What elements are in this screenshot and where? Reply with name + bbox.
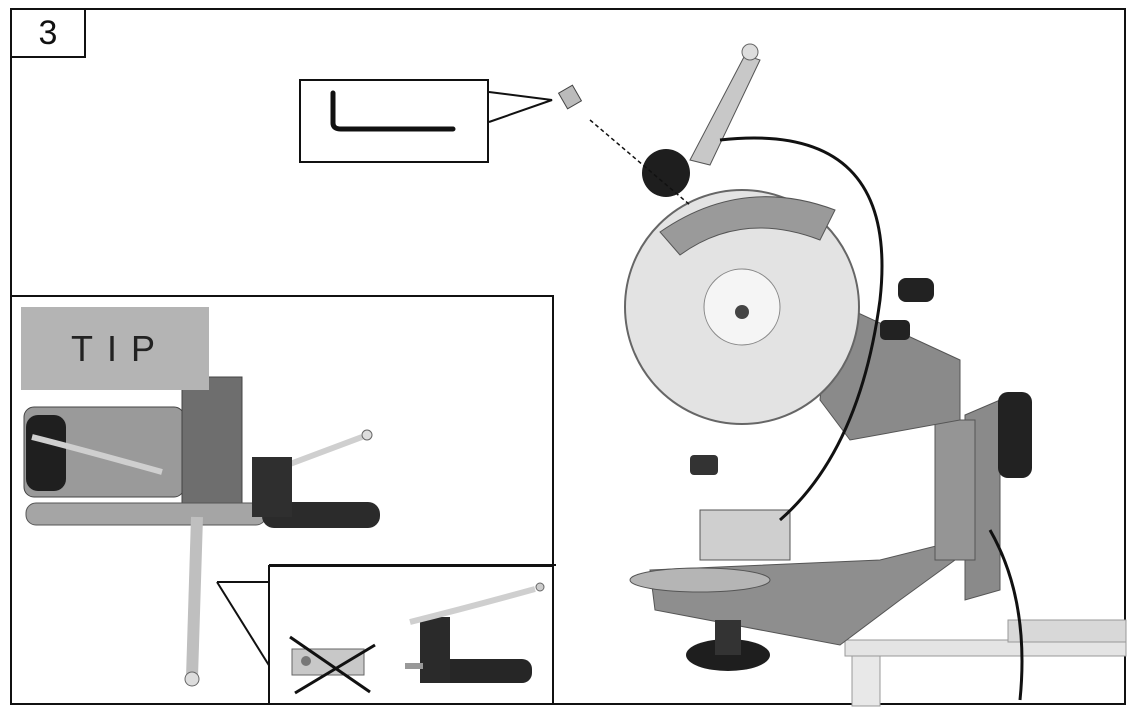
inset-photo — [289, 582, 545, 695]
lever-right — [280, 434, 364, 470]
callout-pointer — [488, 91, 553, 123]
power-cable — [719, 136, 884, 522]
arm-knob-1 — [880, 320, 910, 340]
hex-key-wrench-icon — [330, 90, 456, 132]
tip-label: TIP — [21, 307, 209, 390]
hanging-lever — [186, 516, 203, 678]
lever-clamp — [252, 457, 292, 517]
wheel-nut — [735, 305, 749, 319]
column-front — [934, 419, 976, 561]
stand-rail-back — [1007, 619, 1127, 643]
assembly-guide-line — [589, 119, 691, 206]
grip-lever — [689, 54, 761, 166]
lever-left — [31, 434, 163, 475]
callout-hex-key — [299, 79, 489, 163]
handle-knob — [642, 149, 690, 197]
vise-knob — [690, 455, 718, 475]
lever-tip — [741, 43, 759, 61]
inset-panel — [268, 565, 554, 705]
turntable — [629, 567, 771, 593]
step-number: 3 — [10, 8, 86, 58]
power-cable-rear — [988, 529, 1024, 701]
handle-bar — [25, 502, 267, 526]
motor-mount — [181, 376, 243, 508]
stand-rail — [844, 639, 1127, 657]
guard-top — [659, 196, 836, 256]
motor-cap — [26, 415, 66, 491]
arm-knob-2 — [898, 278, 934, 302]
stand-leg — [851, 655, 881, 707]
tip-photo — [23, 376, 556, 687]
foot-stem — [715, 620, 741, 655]
hex-screw — [557, 84, 583, 110]
pivot-knob — [998, 392, 1032, 478]
cross-line-1 — [289, 635, 371, 694]
chain-vise — [699, 509, 791, 561]
cross-line-2 — [294, 643, 376, 695]
